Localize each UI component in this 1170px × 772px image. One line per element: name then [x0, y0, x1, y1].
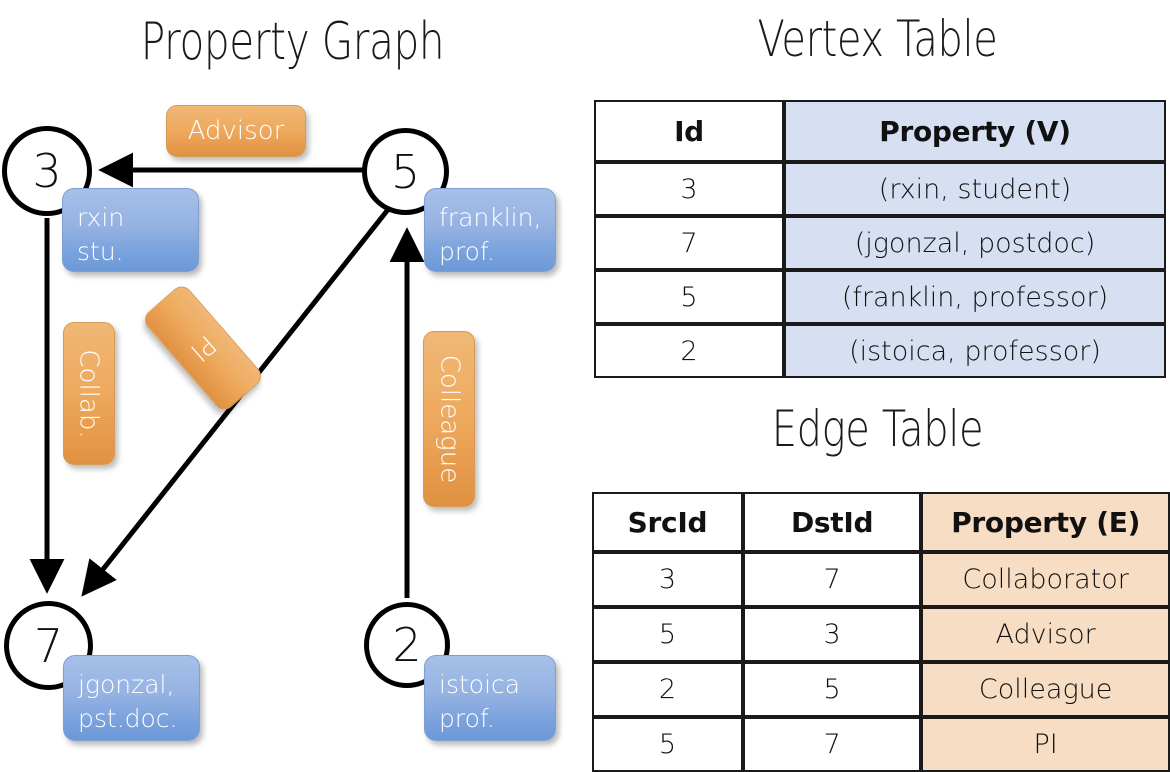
edge-table-col-property: Property (E) [921, 492, 1170, 552]
table-row: 7 (jgonzal, postdoc) [594, 216, 1166, 270]
vertex-property-box-2-line2: prof. [439, 703, 495, 733]
vertex-cell-property: (franklin, professor) [784, 270, 1166, 324]
vertex-property-box-5: franklin, prof. [424, 188, 556, 272]
edge-cell-src: 2 [592, 662, 743, 717]
edge-cell-dst: 3 [742, 607, 922, 662]
vertex-property-box-2: istoica prof. [424, 655, 556, 741]
edge-table-header-row: SrcId DstId Property (E) [592, 492, 1170, 552]
edge-label-advisor: Advisor [166, 105, 306, 157]
table-row: 3 (rxin, student) [594, 162, 1166, 216]
edge-label-pi-text: PI [184, 329, 222, 367]
vertex-cell-id: 3 [594, 162, 784, 216]
edge-cell-property: Collaborator [921, 552, 1170, 607]
vertex-cell-id: 5 [594, 270, 784, 324]
vertex-property-box-7-line2: pst.doc. [78, 703, 178, 733]
vertex-table: Id Property (V) 3 (rxin, student) 7 (jgo… [594, 100, 1166, 378]
page-title-property-graph: Property Graph [140, 12, 445, 72]
vertex-property-box-2-line1: istoica [439, 670, 521, 699]
vertex-property-box-5-line1: franklin, [439, 203, 542, 232]
vertex-property-box-5-line2: prof. [439, 236, 495, 266]
table-row: 5 (franklin, professor) [594, 270, 1166, 324]
edge-cell-dst: 7 [742, 552, 922, 607]
vertex-table-col-property: Property (V) [784, 100, 1166, 162]
vertex-table-col-id: Id [594, 100, 784, 162]
vertex-property-box-7-line1: jgonzal, [78, 670, 175, 699]
graph-node-2[interactable]: 2 [364, 602, 450, 688]
edge-cell-dst: 5 [742, 662, 922, 717]
page-title-edge-table: Edge Table [771, 400, 984, 458]
edge-table-col-dstid: DstId [742, 492, 922, 552]
edge-table-col-srcid: SrcId [592, 492, 743, 552]
vertex-table-header-row: Id Property (V) [594, 100, 1166, 162]
page-title-vertex-table: Vertex Table [757, 10, 998, 68]
vertex-cell-property: (istoica, professor) [784, 324, 1166, 378]
table-row: 5 3 Advisor [592, 607, 1170, 662]
edge-cell-src: 3 [592, 552, 743, 607]
edge-cell-property: Colleague [921, 662, 1170, 717]
table-row: 2 5 Colleague [592, 662, 1170, 717]
table-row: 3 7 Collaborator [592, 552, 1170, 607]
edge-label-collab: Collab. [63, 322, 115, 465]
edge-label-collab-text: Collab. [74, 348, 104, 439]
graph-node-5[interactable]: 5 [362, 128, 449, 215]
table-row: 2 (istoica, professor) [594, 324, 1166, 378]
edge-label-colleague-text: Colleague [434, 354, 465, 484]
vertex-property-box-7: jgonzal, pst.doc. [63, 655, 200, 741]
edge-cell-src: 5 [592, 717, 743, 772]
edge-label-colleague: Colleague [423, 331, 475, 507]
vertex-property-box-3-line2: stu. [77, 236, 124, 266]
vertex-cell-id: 7 [594, 216, 784, 270]
edge-cell-property: Advisor [921, 607, 1170, 662]
edge-cell-src: 5 [592, 607, 743, 662]
edge-cell-property: PI [921, 717, 1170, 772]
edge-table: SrcId DstId Property (E) 3 7 Collaborato… [592, 492, 1170, 772]
table-row: 5 7 PI [592, 717, 1170, 772]
vertex-property-box-3: rxin stu. [62, 188, 199, 272]
vertex-cell-property: (rxin, student) [784, 162, 1166, 216]
vertex-cell-id: 2 [594, 324, 784, 378]
tables-panel: Vertex Table Id Property (V) 3 (rxin, st… [585, 0, 1170, 772]
vertex-cell-property: (jgonzal, postdoc) [784, 216, 1166, 270]
edge-cell-dst: 7 [742, 717, 922, 772]
property-graph-panel: Property Graph 3 5 7 2 rxin stu. fr [0, 0, 585, 760]
vertex-property-box-3-line1: rxin [77, 203, 125, 232]
edge-label-advisor-text: Advisor [187, 116, 285, 146]
